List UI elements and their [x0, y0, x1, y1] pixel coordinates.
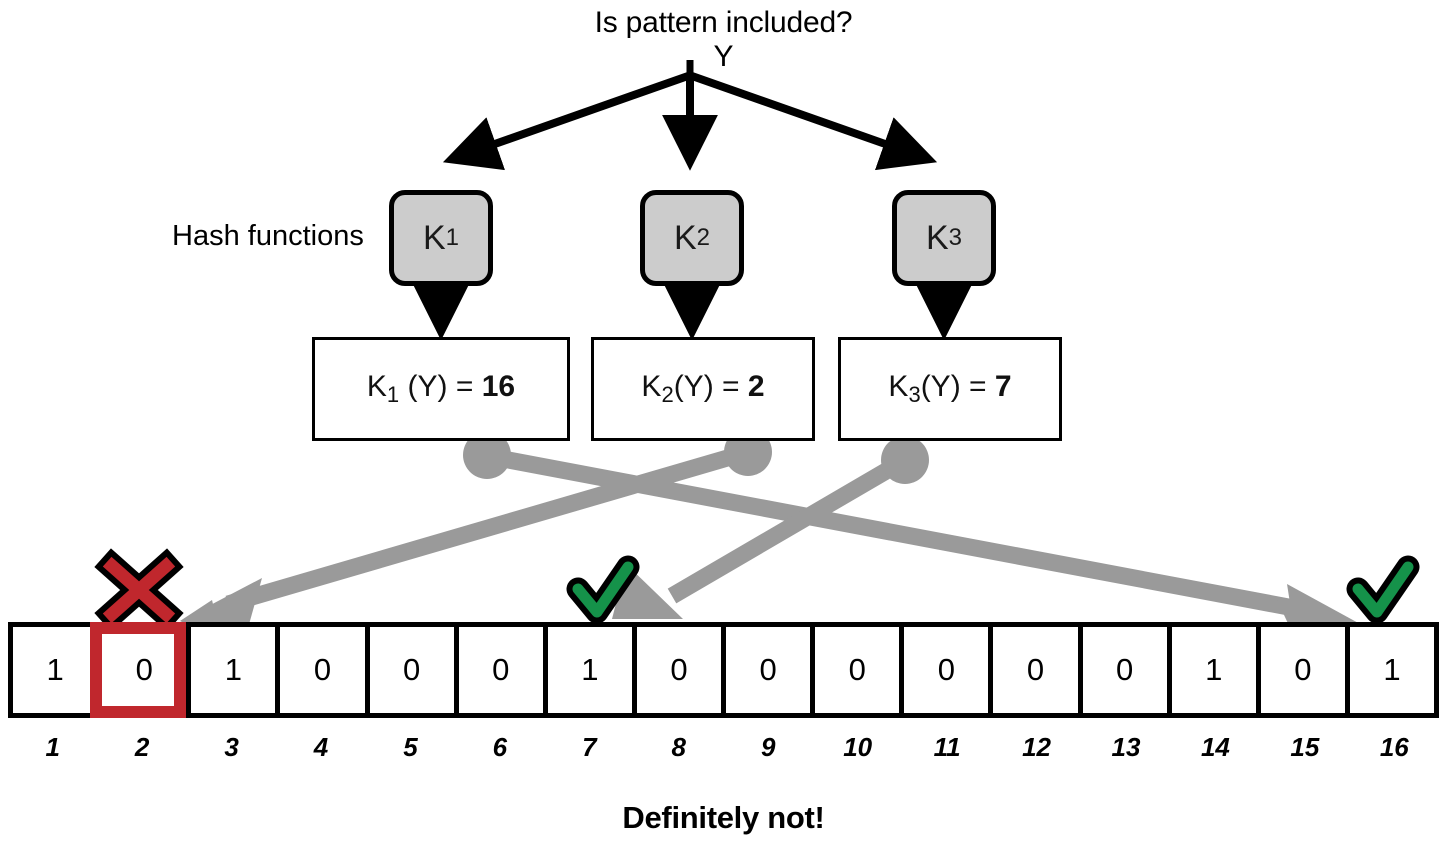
hash-result-box-2: K2(Y) = 2: [591, 337, 815, 441]
bit-cell[interactable]: 0: [102, 627, 192, 713]
bit-index-label: 12: [1022, 732, 1051, 762]
hash-function-name: K: [422, 218, 446, 257]
bit-index-label: 15: [1290, 732, 1320, 762]
bit-cell[interactable]: 0: [904, 627, 994, 713]
cross-icon-cell-2: [94, 548, 184, 632]
bit-index-label: 3: [224, 732, 239, 762]
bit-cell[interactable]: 0: [726, 627, 816, 713]
connector-dot-result1: [463, 431, 511, 479]
connector-dot-result3: [881, 436, 929, 484]
result-value: 16: [481, 370, 516, 403]
hash-function-subscript: 1: [445, 224, 460, 251]
bit-index-label: 9: [760, 732, 776, 762]
bit-index-label: 13: [1111, 732, 1141, 762]
arrow-y-to-k3: [690, 72, 938, 171]
bit-cell[interactable]: 1: [191, 627, 281, 713]
verdict-text: Definitely not!: [622, 800, 825, 835]
bit-cell[interactable]: 0: [815, 627, 905, 713]
bit-cell[interactable]: 0: [993, 627, 1083, 713]
bit-index-label: 6: [492, 732, 508, 762]
hash-result-box-3: K3(Y) = 7: [838, 337, 1062, 441]
hash-result-box-1: K1 (Y) = 16: [312, 337, 570, 441]
arrow-y-to-k1: [442, 72, 690, 171]
bit-cell[interactable]: 0: [1260, 627, 1350, 713]
check-icon-cell-16: [1346, 555, 1420, 624]
bit-index-label: 2: [134, 732, 150, 762]
bit-cell[interactable]: 1: [547, 627, 637, 713]
result-value: 7: [994, 370, 1012, 403]
bit-index-label: 16: [1379, 732, 1409, 762]
bit-index-label: 4: [313, 732, 329, 762]
bit-cell[interactable]: 0: [280, 627, 370, 713]
bit-cell[interactable]: 0: [636, 627, 726, 713]
page-title: Is pattern included?: [594, 6, 853, 39]
hash-functions-label: Hash functions: [172, 220, 364, 252]
bit-index-row: 1 2 3 4 5 6 7 8 9 10 11 12 13 14 15 16: [8, 732, 1439, 763]
bit-index-label: 14: [1200, 732, 1230, 762]
result-value: 2: [747, 370, 765, 403]
result-expression: K1 (Y) = 16: [366, 370, 516, 407]
hash-function-subscript: 2: [696, 224, 711, 251]
check-icon-cell-7: [566, 555, 640, 624]
result-expression: K2(Y) = 2: [641, 370, 765, 407]
bit-index-label: 8: [671, 732, 687, 762]
hash-function-name: K: [673, 218, 697, 257]
bit-cell[interactable]: 0: [369, 627, 459, 713]
bit-cell[interactable]: 1: [1171, 627, 1261, 713]
bit-index-label: 5: [403, 732, 418, 762]
bit-cell[interactable]: 1: [13, 627, 103, 713]
bit-index-label: 11: [933, 732, 961, 762]
bit-cell[interactable]: 0: [1082, 627, 1172, 713]
bit-index-label: 10: [843, 732, 873, 762]
hash-function-name: K: [925, 218, 949, 257]
bit-index-label: 7: [582, 732, 597, 762]
bit-array: 1 0 1 0 0 0 1 0 0 0 0 0 0 1 0 1: [8, 622, 1439, 718]
bit-cell[interactable]: 1: [1349, 627, 1434, 713]
hash-function-subscript: 3: [948, 224, 963, 251]
bit-index-label: 1: [45, 732, 60, 762]
query-element-label: Y: [713, 40, 734, 73]
bit-cell[interactable]: 0: [458, 627, 548, 713]
result-expression: K3(Y) = 7: [888, 370, 1012, 407]
